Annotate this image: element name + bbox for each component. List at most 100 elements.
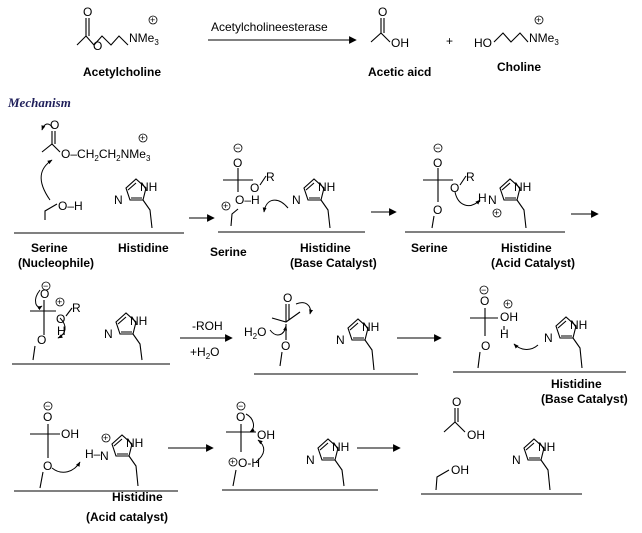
- step1-histidine: NH N: [114, 178, 157, 229]
- positive-charge-sign-2: +: [536, 15, 541, 25]
- choline-ho: HO: [474, 36, 492, 50]
- plus-sign: +: [446, 34, 453, 48]
- step2-oh: O–H: [235, 193, 260, 207]
- step4-minus-sign: −: [43, 281, 48, 291]
- step8-oh: OH: [257, 428, 275, 442]
- step4-intermediate: − O + O R H O: [12, 281, 170, 365]
- step6-o: O: [480, 294, 489, 308]
- acetic-acid-label: Acetic aicd: [368, 65, 431, 79]
- step5-n: N: [336, 333, 345, 347]
- step7-minus: [43, 401, 53, 411]
- step5-carbonyl-o: O: [283, 291, 292, 305]
- step6-minus-sign: −: [481, 285, 486, 295]
- step3-h: H: [478, 191, 487, 205]
- step9-acetic-acid: O OH: [443, 395, 485, 442]
- step4-minus: [41, 281, 51, 291]
- step5-acyl-enzyme: H2O O O: [244, 291, 418, 375]
- choline-structure: HO NMe3 +: [474, 15, 559, 50]
- step4-nh: NH: [130, 314, 147, 328]
- step1-plus: [138, 133, 148, 143]
- plus-h2o-label: +H2O: [190, 345, 219, 361]
- step1-substrate: O O–CH2CH2NMe3 +: [41, 118, 151, 163]
- step8-minus: [236, 401, 246, 411]
- step2-plus: [221, 201, 231, 211]
- acetylcholine-structure: O O NMe3 +: [76, 5, 159, 53]
- step6-histidine-label: Histidine: [551, 377, 602, 391]
- step2-n: N: [292, 193, 301, 207]
- step7-plus: [101, 433, 111, 443]
- step8-plus: [228, 457, 238, 467]
- step1-chain: O–CH2CH2NMe3: [61, 147, 151, 163]
- step6-histidine: NH N: [544, 316, 587, 369]
- step3-minus: [433, 143, 443, 153]
- step4-curl-1: [35, 289, 43, 311]
- step9-serine: OH: [421, 463, 582, 495]
- step2-curl-arrow: [262, 199, 289, 213]
- step2-minus-sign: −: [235, 143, 240, 153]
- step1-serine: O–H: [14, 159, 184, 234]
- step7-histidine-label: Histidine: [112, 490, 163, 504]
- step3-ser-o: O: [433, 203, 442, 217]
- step1-histidine-label: Histidine: [118, 241, 169, 255]
- step8-n: N: [306, 453, 315, 467]
- step6-intermediate: − O + OH H O: [453, 285, 626, 373]
- step3-plus-sign: +: [494, 208, 499, 218]
- step1-serine-label: Serine: [31, 241, 68, 255]
- step4-o: O: [40, 287, 49, 301]
- step8-plus-sign: +: [230, 457, 235, 467]
- step3-intermediate: − O O R O: [405, 143, 565, 233]
- positive-charge-1: [148, 15, 158, 25]
- step9-histidine: NH N: [512, 438, 555, 491]
- step6-base-catalyst-label: (Base Catalyst): [541, 392, 628, 406]
- step3-histidine-label: Histidine: [501, 241, 552, 255]
- step6-ser-o: O: [481, 339, 490, 353]
- step4-plus-sign: +: [57, 297, 62, 307]
- step6-n: N: [544, 331, 553, 345]
- step7-intermediate: − O OH O: [14, 401, 178, 492]
- step8-minus-sign: −: [238, 401, 243, 411]
- step2-nh: NH: [318, 180, 335, 194]
- nme3-2: NMe3: [529, 31, 559, 47]
- step1-carbonyl-o: O: [50, 118, 59, 132]
- step6-minus: [479, 285, 489, 295]
- step6-curl: [513, 343, 539, 350]
- step3-minus-sign: −: [435, 143, 440, 153]
- step5-histidine: NH N: [336, 318, 379, 371]
- step1-curl-arrow-1: [41, 123, 54, 131]
- step3-or-o: O: [450, 181, 459, 195]
- acetylcholine-label: Acetylcholine: [83, 65, 161, 79]
- step8-oh-h: O-H: [238, 456, 260, 470]
- step5-h2o: H2O: [244, 325, 266, 341]
- step3-r: R: [466, 170, 475, 184]
- step3-nh: NH: [514, 180, 531, 194]
- step8-histidine: NH N: [306, 438, 349, 487]
- step9-nh: NH: [538, 440, 555, 454]
- step7-ser-o: O: [43, 459, 52, 473]
- step1-nh: NH: [140, 180, 157, 194]
- step3-serine-label: Serine: [411, 241, 448, 255]
- step8-intermediate: − O OH + O-H: [222, 401, 378, 491]
- acetic-acid-structure: O OH: [370, 5, 409, 50]
- nme3-1: NMe3: [129, 31, 159, 47]
- step7-curl: [51, 461, 81, 473]
- step6-nh: NH: [570, 318, 587, 332]
- step4-plus: [55, 297, 65, 307]
- step7-minus-sign: −: [45, 401, 50, 411]
- step6-plus-sign: +: [505, 299, 510, 309]
- step1-n: N: [114, 193, 123, 207]
- step9-n: N: [512, 453, 521, 467]
- step7-o: O: [43, 410, 52, 424]
- step4-r: R: [72, 301, 81, 315]
- step8-o: O: [236, 410, 245, 424]
- carbonyl-o-1: O: [83, 5, 92, 19]
- acid-carbonyl-o: O: [378, 5, 387, 19]
- step1-curl-arrow-2: [40, 159, 53, 201]
- step3-plus: [492, 208, 502, 218]
- step3-histidine: H NH N +: [478, 178, 531, 229]
- step7-h: H–: [85, 447, 101, 461]
- step9-carbonyl-o: O: [452, 395, 461, 409]
- mechanism-heading: Mechanism: [7, 95, 71, 110]
- step2-base-catalyst-label: (Base Catalyst): [290, 256, 377, 270]
